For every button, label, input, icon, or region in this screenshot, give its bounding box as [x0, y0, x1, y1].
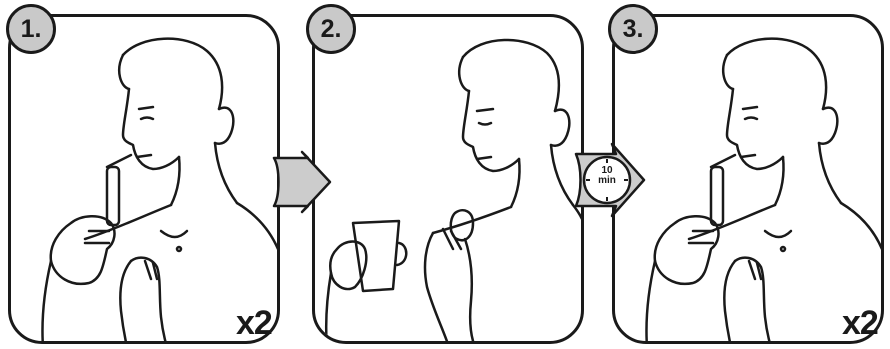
eyebrow	[743, 107, 757, 109]
timer-unit: min	[592, 176, 622, 186]
step-1-panel	[8, 14, 280, 344]
hand-right	[465, 239, 475, 344]
step-2-illustration	[315, 17, 584, 344]
timer-label: 10 min	[592, 166, 622, 186]
mouth	[741, 155, 755, 157]
step-3-panel	[612, 14, 884, 344]
arm-left	[42, 261, 51, 344]
collarbone	[161, 231, 187, 237]
step-2-number: 2.	[306, 4, 356, 54]
eyebrow	[139, 107, 153, 109]
shoulder-left	[689, 205, 775, 239]
hair-outline	[727, 39, 826, 109]
neck-back	[215, 143, 237, 203]
arm-cup	[326, 273, 331, 344]
step-3-repeat: x2	[842, 304, 878, 343]
hair-outline	[463, 40, 559, 111]
neck-back	[819, 143, 841, 203]
shoulder-left	[85, 205, 171, 239]
hand-left	[51, 216, 115, 284]
face-profile	[123, 89, 179, 169]
hair-outline	[123, 39, 222, 109]
arm-right	[425, 233, 449, 344]
shoulder-right	[841, 203, 884, 257]
ear	[819, 108, 837, 144]
eye	[141, 118, 153, 120]
arm-right	[120, 261, 131, 344]
step-2-panel	[312, 14, 584, 344]
nasal-spray-icon	[711, 167, 723, 225]
face-profile	[727, 89, 783, 169]
hair-front	[119, 55, 129, 89]
hair-front	[459, 57, 469, 91]
eyebrow	[477, 109, 493, 111]
jaw-neck	[775, 157, 784, 205]
throat-mark	[781, 247, 785, 251]
mouth	[137, 155, 151, 157]
eye	[745, 118, 757, 120]
neck-back	[551, 145, 573, 205]
jaw-neck	[511, 159, 520, 207]
cup-handle	[397, 243, 406, 265]
nasal-spray-icon	[107, 167, 119, 225]
step-1-repeat: x2	[236, 304, 272, 343]
spray-nozzle	[107, 155, 131, 167]
arm-left	[646, 261, 655, 344]
hand-left	[655, 216, 719, 284]
ear	[551, 110, 569, 146]
spray-nozzle	[711, 155, 735, 167]
ear	[215, 108, 233, 144]
step-3-illustration	[615, 17, 884, 344]
jaw-neck	[171, 157, 180, 205]
arm-right	[724, 261, 735, 344]
step-1-number: 1.	[6, 4, 56, 54]
arrow-right-icon	[272, 150, 334, 214]
mouth	[477, 157, 491, 159]
step-1-illustration	[11, 17, 280, 344]
face-profile	[463, 91, 519, 171]
hair-front	[723, 55, 733, 89]
throat-mark	[177, 247, 181, 251]
eye-closed	[479, 123, 491, 125]
step-3-number: 3.	[608, 4, 658, 54]
collarbone	[765, 231, 791, 237]
